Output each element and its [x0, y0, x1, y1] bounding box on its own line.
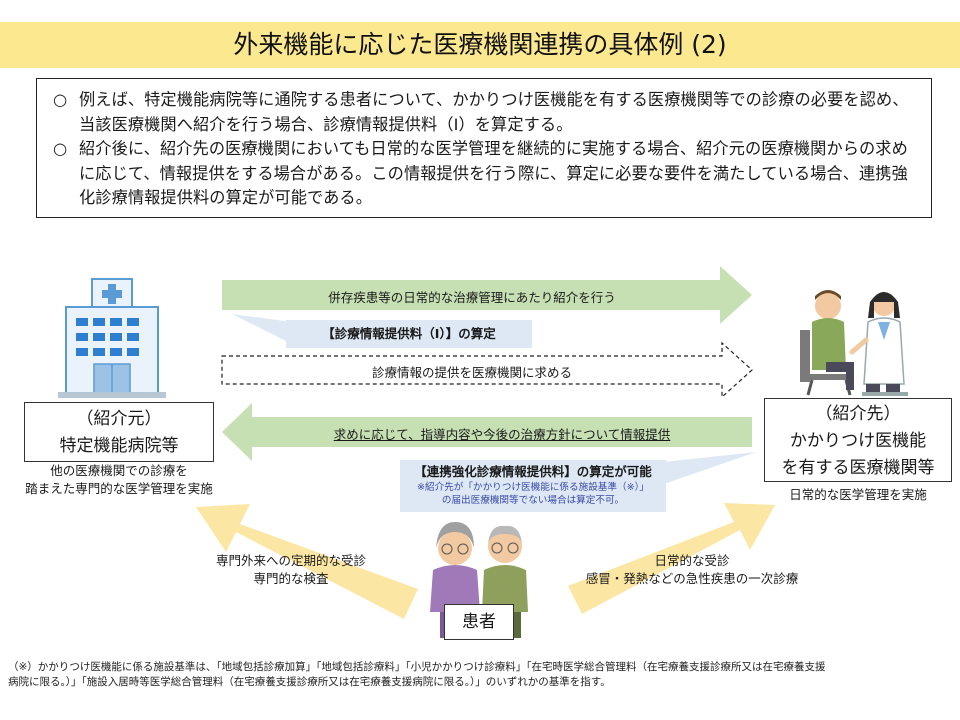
- referrer-role: （紹介元）: [76, 409, 162, 429]
- fee2-callout-pointer: [664, 452, 756, 484]
- bullet-mark: ○: [53, 90, 68, 109]
- referral-arrow: [222, 266, 752, 324]
- footer-note: （※）かかりつけ医機能に係る施設基準は、「地域包括診療加算」「地域包括診療料」「…: [8, 661, 826, 688]
- referrer-box: （紹介元） 特定機能病院等: [24, 402, 214, 462]
- patient-right-label: 日常的な受診 感冒・発熱などの急性疾患の一次診療: [585, 553, 799, 586]
- referee-box: （紹介先） かかりつけ医機能 を有する医療機関等: [764, 398, 952, 482]
- doctor-consultation-icon: [800, 290, 908, 396]
- fee1-callout: 【診療情報提供料（Ⅰ）】の算定: [286, 320, 532, 348]
- intro-box: ○例えば、特定機能病院等に通院する患者について、かかりつけ医機能を有する医療機関…: [36, 78, 932, 218]
- provide-label: 求めに応じて、指導内容や今後の治療方針について情報提供: [333, 427, 671, 442]
- patient-to-referrer-arrow: [196, 504, 418, 619]
- intro-paragraph-1: ○例えば、特定機能病院等に通院する患者について、かかりつけ医機能を有する医療機関…: [53, 90, 909, 134]
- request-arrow: [221, 341, 753, 399]
- patient-left-label: 専門外来への定期的な受診 専門的な検査: [215, 553, 366, 586]
- hospital-building-icon: [58, 278, 166, 398]
- referee-caption: 日常的な医学管理を実施: [789, 487, 927, 502]
- page-title: 外来機能に応じた医療機関連携の具体例 (2): [233, 30, 727, 59]
- fee2-callout: 【連携強化診療情報提供料】の算定が可能 ※紹介先が「かかりつけ医機能に係る施設基…: [400, 460, 666, 512]
- referee-role: （紹介先）: [815, 404, 901, 424]
- title-band: [0, 22, 960, 68]
- request-label: 診療情報の提供を医療機関に求める: [371, 365, 572, 380]
- bullet-mark: ○: [53, 139, 68, 158]
- fee1-callout-pointer: [232, 314, 292, 344]
- provide-arrow: [222, 403, 752, 461]
- fee2-note-line-1: ※紹介先が「かかりつけ医機能に係る施設基準（※）」: [416, 482, 650, 493]
- patient-to-referee-arrow: [568, 503, 775, 614]
- referee-name-line-2: を有する医療機関等: [781, 458, 935, 478]
- referrer-caption: 他の医療機関での診療を 踏まえた専門的な医学管理を実施: [25, 463, 213, 496]
- referrer-name: 特定機能病院等: [59, 436, 179, 456]
- fee2-note-line-2: の届出医療機関等でない場合は算定不可。: [441, 495, 625, 506]
- referee-name-line-1: かかりつけ医機能: [789, 431, 927, 451]
- intro-paragraph-2: ○紹介後に、紹介先の医療機関においても日常的な医学管理を継続的に実施する場合、紹…: [53, 139, 908, 207]
- patient-label: 患者: [444, 604, 514, 640]
- referral-label: 併存疾患等の日常的な治療管理にあたり紹介を行う: [328, 290, 616, 305]
- fee2-title: 【連携強化診療情報提供料】の算定が可能: [414, 464, 652, 479]
